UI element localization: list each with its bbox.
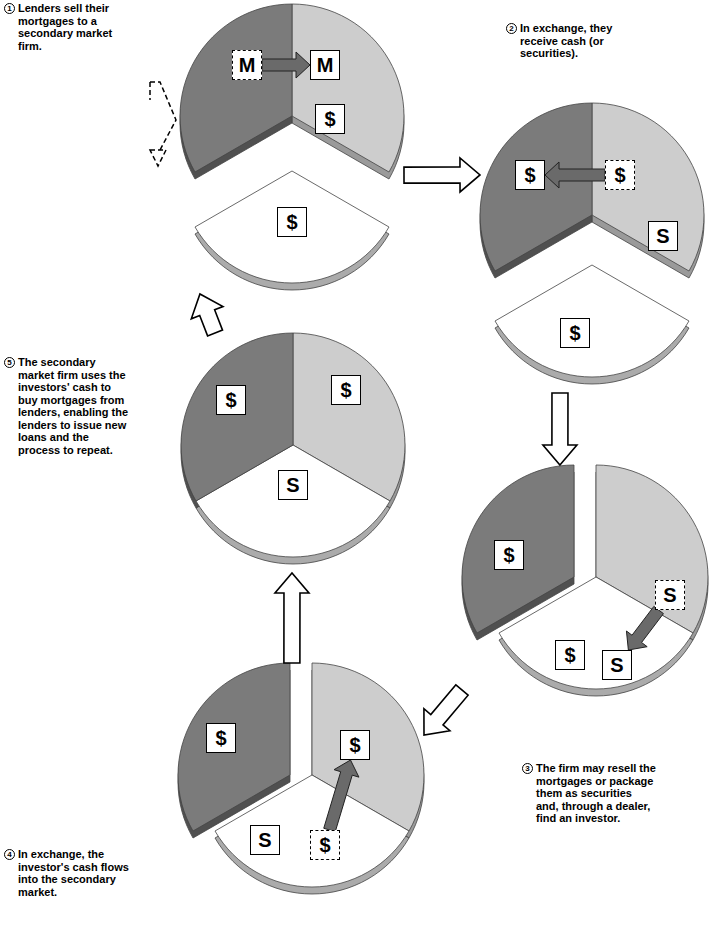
dashed-symbol-box: S xyxy=(655,580,685,610)
symbol-letter: $ xyxy=(524,164,535,186)
symbol-letter: S xyxy=(286,474,299,496)
symbol-letter: $ xyxy=(324,108,335,130)
symbol-letter: $ xyxy=(569,322,580,344)
symbol-letter: S xyxy=(610,654,623,676)
dashed-return-arrow xyxy=(150,82,176,166)
dashed-symbol-box: M xyxy=(232,50,262,80)
symbol-box: $ xyxy=(277,207,307,237)
symbol-letter: $ xyxy=(225,389,236,411)
symbol-letter: $ xyxy=(215,727,226,749)
symbol-letter: $ xyxy=(349,734,360,756)
caption: 4In exchange, the investor's cash flows … xyxy=(4,848,138,898)
pie-illustration xyxy=(180,4,404,294)
symbol-letter: $ xyxy=(503,544,514,566)
caption-text: In exchange, they receive cash (or secur… xyxy=(520,22,638,60)
flow-arrow xyxy=(424,685,468,735)
symbol-box: $ xyxy=(555,640,585,670)
caption-text: Lenders sell their mortgages to a second… xyxy=(18,2,130,52)
caption-text: In exchange, the investor's cash flows i… xyxy=(18,848,138,898)
symbol-letter: S xyxy=(656,225,669,247)
callout-number: 4 xyxy=(4,849,15,860)
caption: 1Lenders sell their mortgages to a secon… xyxy=(4,2,130,52)
pie-chart: 4In exchange, the investor's cash flows … xyxy=(178,663,424,903)
caption-text: The secondary market firm uses the inves… xyxy=(18,356,130,456)
flow-arrow xyxy=(275,573,309,663)
pie-sector xyxy=(178,663,290,831)
symbol-box: $ xyxy=(515,160,545,190)
pie-chart: 1Lenders sell their mortgages to a secon… xyxy=(180,4,404,294)
callout-number: 5 xyxy=(4,357,15,368)
pie-illustration xyxy=(181,333,405,573)
symbol-box: $ xyxy=(331,375,361,405)
symbol-box: S xyxy=(648,221,678,251)
callout-number: 1 xyxy=(4,3,15,14)
pie-sector xyxy=(292,4,404,172)
pie-sector xyxy=(495,265,689,377)
pie-sector xyxy=(592,103,704,271)
caption: 5The secondary market firm uses the inve… xyxy=(4,356,130,456)
caption: 2In exchange, they receive cash (or secu… xyxy=(506,22,638,60)
symbol-box: M xyxy=(310,50,340,80)
symbol-letter: S xyxy=(663,584,676,606)
callout-number: 3 xyxy=(522,763,533,774)
symbol-letter: $ xyxy=(286,211,297,233)
pie-chart: 3The firm may resell the mortgages or pa… xyxy=(462,465,708,705)
callout-number: 2 xyxy=(506,23,517,34)
pie-chart: 2In exchange, they receive cash (or secu… xyxy=(480,103,704,393)
caption-text: The firm may resell the mortgages or pac… xyxy=(536,762,656,825)
dashed-symbol-box: $ xyxy=(310,830,340,860)
symbol-box: $ xyxy=(560,318,590,348)
flow-arrow xyxy=(404,158,480,192)
symbol-box: S xyxy=(250,825,280,855)
pie-chart: 5The secondary market firm uses the inve… xyxy=(181,333,405,573)
pie-sector xyxy=(195,171,389,283)
symbol-letter: $ xyxy=(614,164,625,186)
symbol-letter: $ xyxy=(319,834,330,856)
pie-sector xyxy=(180,4,292,172)
dashed-symbol-box: $ xyxy=(605,160,635,190)
symbol-letter: S xyxy=(258,829,271,851)
symbol-box: $ xyxy=(340,730,370,760)
symbol-letter: M xyxy=(317,54,334,76)
symbol-letter: M xyxy=(239,54,256,76)
pie-illustration xyxy=(178,663,424,903)
symbol-box: S xyxy=(278,470,308,500)
flow-arrow xyxy=(191,294,223,336)
symbol-box: $ xyxy=(315,104,345,134)
symbol-box: $ xyxy=(206,723,236,753)
symbol-box: $ xyxy=(216,385,246,415)
pie-sector xyxy=(480,103,592,271)
flow-arrow xyxy=(543,393,577,465)
symbol-letter: $ xyxy=(340,379,351,401)
symbol-box: $ xyxy=(494,540,524,570)
symbol-box: S xyxy=(602,650,632,680)
caption: 3The firm may resell the mortgages or pa… xyxy=(522,762,656,825)
pie-sector xyxy=(181,333,293,501)
symbol-letter: $ xyxy=(564,644,575,666)
pie-sector xyxy=(462,465,574,633)
